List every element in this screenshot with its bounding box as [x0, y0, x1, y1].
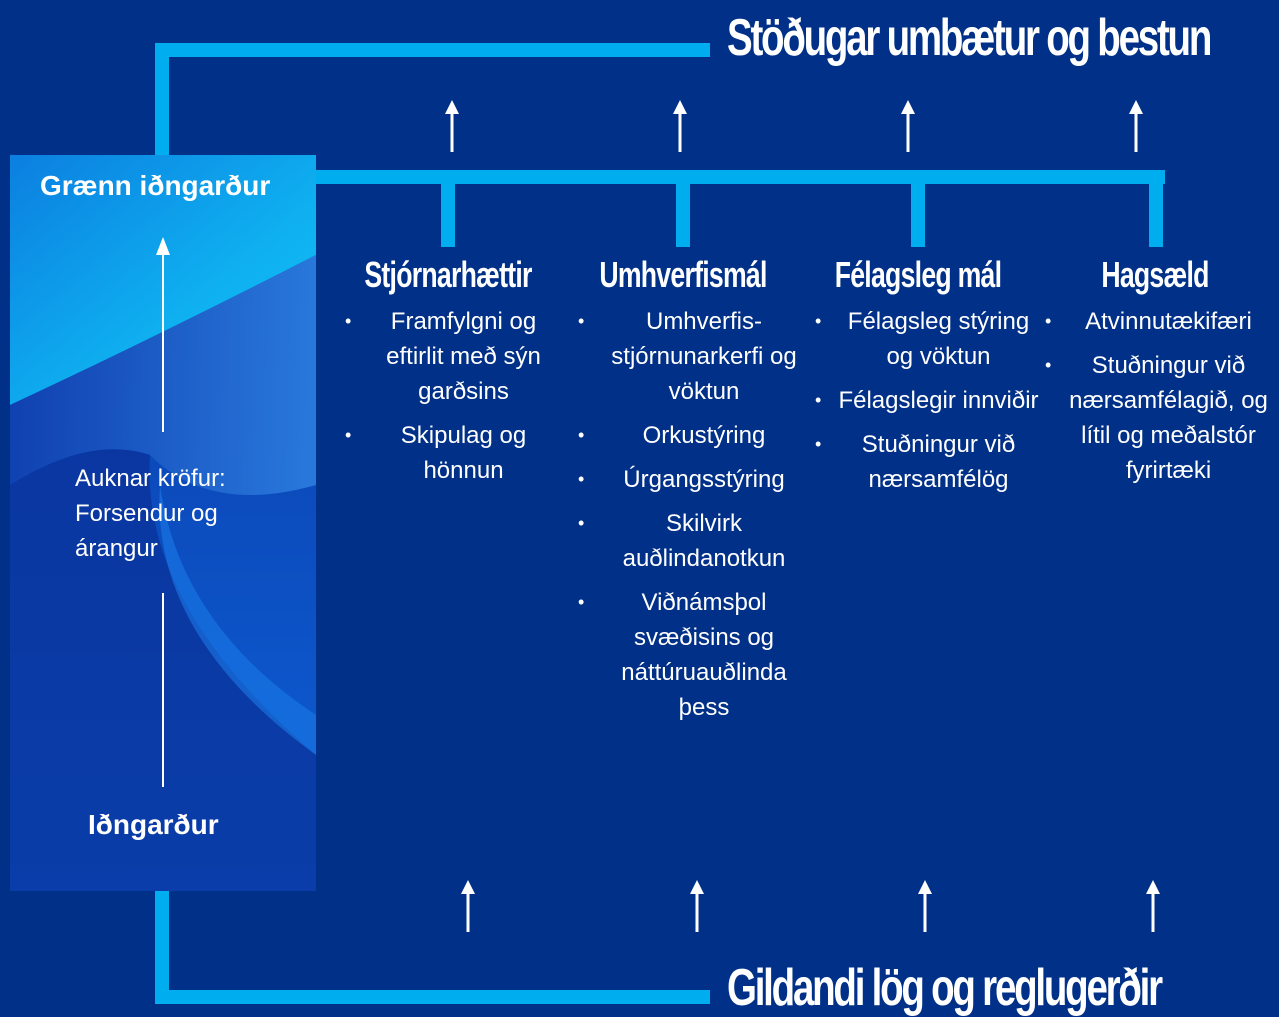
- list-item: Úrgangsstýring: [578, 462, 808, 497]
- list-item: Umhverfis-stjórnunarkerfi og vöktun: [578, 304, 808, 409]
- title-laws-regulations: Gildandi lög og reglugerðir: [727, 959, 1163, 1017]
- bottom-connector-horizontal: [155, 990, 710, 1004]
- left-connector-bottom-vertical: [155, 890, 169, 1004]
- list-item: Viðnámsþol svæðisins og náttúruauðlinda …: [578, 585, 808, 725]
- requirements-line-3: árangur: [75, 535, 158, 562]
- branch-drop-3: [911, 170, 925, 247]
- list-item: Skipulag og hönnun: [345, 418, 560, 488]
- branch-drop-4: [1149, 170, 1163, 247]
- requirements-line-1: Auknar kröfur:: [75, 465, 226, 492]
- up-arrow-top-3: [901, 100, 915, 152]
- list-item: Stuðningur við nærsamfélagið, og lítil o…: [1045, 348, 1270, 488]
- requirements-line-2: Forsendur og: [75, 500, 218, 527]
- list-item: Atvinnutækifæri: [1045, 304, 1270, 339]
- list-item: Orkustýring: [578, 418, 808, 453]
- increased-requirements-text: Auknar kröfur: Forsendur og árangur: [75, 461, 295, 566]
- list-item: Félagsleg stýring og vöktun: [815, 304, 1040, 374]
- list-item: Skilvirk auðlindanotkun: [578, 506, 808, 576]
- list-item: Stuðningur við nærsamfélög: [815, 427, 1040, 497]
- up-arrow-bottom-4: [1146, 880, 1160, 932]
- top-connector-horizontal: [155, 43, 710, 57]
- left-connector-top-vertical: [155, 43, 169, 158]
- branch-drop-2: [676, 170, 690, 247]
- up-arrow-bottom-1: [461, 880, 475, 932]
- up-arrow-bottom-3: [918, 880, 932, 932]
- column-heading-social: Félagsleg mál: [834, 254, 1002, 295]
- up-arrow-top-2: [673, 100, 687, 152]
- branch-connector-horizontal: [300, 170, 1165, 184]
- column-list-prosperity: Atvinnutækifæri Stuðningur við nærsamfél…: [1045, 304, 1270, 497]
- up-arrow-top-4: [1129, 100, 1143, 152]
- column-list-social: Félagsleg stýring og vöktun Félagslegir …: [815, 304, 1040, 506]
- panel-up-arrow: [156, 237, 170, 787]
- up-arrow-top-1: [445, 100, 459, 152]
- branch-drop-1: [441, 170, 455, 247]
- up-arrow-bottom-2: [690, 880, 704, 932]
- column-heading-environment: Umhverfismál: [599, 254, 767, 295]
- left-panel: Grænn iðngarður Iðngarður Auknar kröfur:…: [10, 155, 316, 891]
- column-list-environment: Umhverfis-stjórnunarkerfi og vöktun Orku…: [578, 304, 808, 734]
- list-item: Félagslegir innviðir: [815, 383, 1040, 418]
- column-heading-governance: Stjórnarhættir: [364, 254, 532, 295]
- industrial-park-label: Iðngarður: [88, 809, 219, 840]
- column-heading-prosperity: Hagsæld: [1101, 254, 1209, 295]
- title-continuous-improvement: Stöðugar umbætur og bestun: [727, 9, 1212, 67]
- column-list-governance: Framfylgni og eftirlit með sýn garðsins …: [345, 304, 560, 497]
- green-industrial-park-label: Grænn iðngarður: [40, 170, 271, 201]
- list-item: Framfylgni og eftirlit með sýn garðsins: [345, 304, 560, 409]
